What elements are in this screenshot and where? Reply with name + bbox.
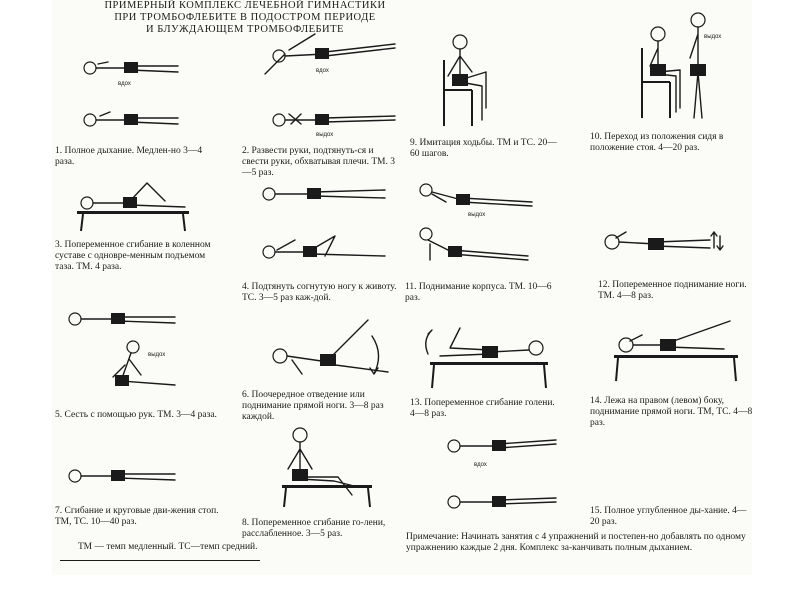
figure-inhale (83, 61, 179, 75)
exercise-7-caption: 7. Сгибание и круговые дви-жения стоп. Т… (55, 506, 219, 527)
exercise-11-illustration (419, 183, 533, 261)
note-text: Примечание: Начинать занятия с 4 упражне… (406, 532, 746, 553)
page-title: ПРИМЕРНЫЙ КОМПЛЕКС ЛЕЧЕБНОЙ ГИМНАСТИКИ П… (80, 0, 410, 36)
inhale-label-3: вдох (474, 462, 487, 468)
exercise-10-illustration (641, 12, 706, 119)
title-line-1: ПРИМЕРНЫЙ КОМПЛЕКС ЛЕЧЕБНОЙ ГИМНАСТИКИ (104, 0, 386, 11)
exercise-15-caption: 15. Полное углубленное ды-хание. 4—20 ра… (590, 506, 747, 527)
exercise-1-caption: 1. Полное дыхание. Медлен-но 3—4 раза. (55, 146, 203, 167)
exhale-label: выдох (148, 352, 166, 358)
exhale-label-4: выдох (704, 34, 722, 40)
inhale-label: вдох (118, 81, 131, 87)
exercise-9-illustration (443, 34, 487, 126)
exercise-13-illustration (425, 327, 548, 389)
exercise-3-illustration (77, 182, 189, 232)
exercise-9-caption: 9. Имитация ходьбы. ТМ и ТС. 20—60 шагов… (410, 138, 557, 159)
exhale-label-2: выдох (316, 132, 334, 138)
exercise-5-caption: 5. Сесть с помощью рук. ТМ. 3—4 раза. (55, 410, 217, 420)
figure-arms-crossed (272, 113, 396, 127)
exercise-8-illustration (282, 427, 372, 508)
exercise-7-illustration (68, 469, 176, 483)
exercise-5-illustration (68, 312, 176, 386)
exercise-14-caption: 14. Лежа на правом (левом) боку, поднима… (590, 396, 753, 428)
figure-exhale (83, 111, 179, 127)
exercise-8-caption: 8. Попеременное сгибание го-лени, рассла… (242, 518, 386, 539)
exercise-2-caption: 2. Развести руки, подтянуть-ся и свести … (242, 146, 395, 178)
exercise-13-caption: 13. Попеременное сгибание голени. 4—8 ра… (410, 398, 555, 419)
exhale-label-3: выдох (468, 212, 486, 218)
title-line-3: И БЛУЖДАЮЩЕМ ТРОМБОФЛЕБИТЕ (146, 24, 344, 35)
tempo-legend: ТМ — темп медленный. ТС—темп средний. (78, 542, 258, 552)
exercise-11-caption: 11. Поднимание корпуса. ТМ. 10—6 раз. (405, 282, 552, 303)
exercise-14-illustration (614, 320, 738, 382)
exercise-10-caption: 10. Переход из положения сидя в положени… (590, 132, 724, 153)
exercise-1-illustration (83, 61, 179, 127)
inhale-label-2: вдох (316, 68, 329, 74)
exercise-3-caption: 3. Попеременное сгибание в коленном суст… (55, 240, 211, 272)
exercise-4-illustration (262, 187, 386, 259)
title-line-2: ПРИ ТРОМБОФЛЕБИТЕ В ПОДОСТРОМ ПЕРИОДЕ (114, 12, 376, 23)
figure-arms-spread (264, 33, 396, 75)
exercise-6-illustration (272, 319, 389, 375)
footer-rule (60, 560, 260, 561)
exercise-12-illustration (604, 231, 724, 251)
exercise-15-illustration (447, 439, 557, 509)
exercise-12-caption: 12. Попеременное поднимание ноги. ТМ. 4—… (598, 280, 747, 301)
exercise-6-caption: 6. Поочередное отведение или поднимание … (242, 390, 384, 422)
exercise-2-illustration (264, 33, 396, 127)
exercise-4-caption: 4. Подтянуть согнутую ногу к животу. ТС.… (242, 282, 397, 303)
